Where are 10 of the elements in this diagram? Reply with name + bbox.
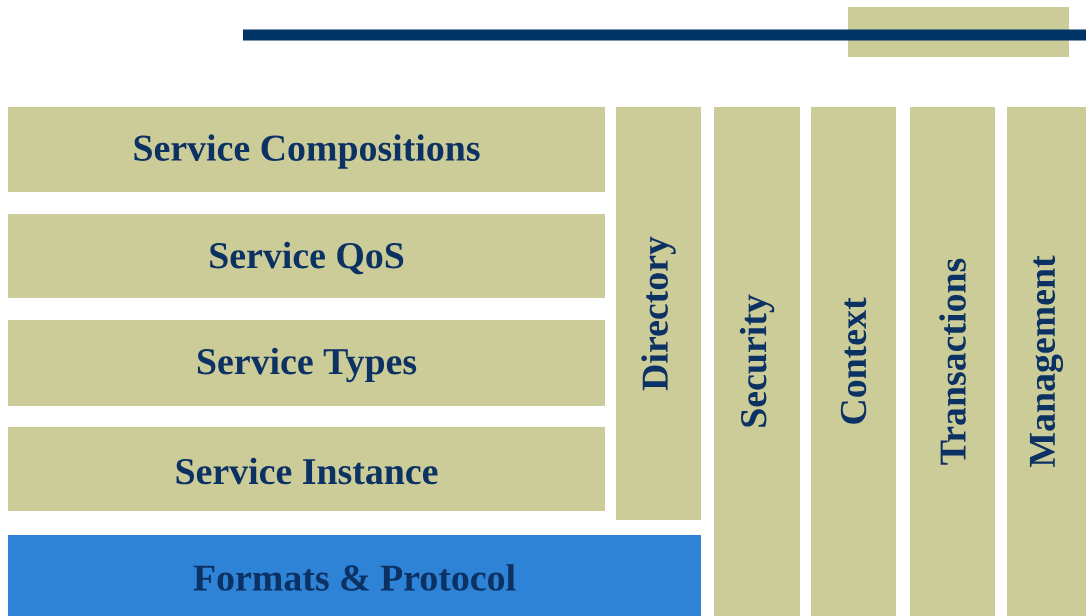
vertical-layer-box: Transactions: [910, 107, 995, 616]
layer-box: Formats & Protocol: [8, 535, 701, 616]
vertical-layer-box: Security: [714, 107, 800, 616]
vertical-layer-box: Context: [811, 107, 896, 616]
layer-box: Service Types: [8, 320, 605, 406]
layer-box: Service QoS: [8, 214, 605, 298]
vertical-layer-box: Directory: [616, 107, 701, 520]
layer-box: Service Instance: [8, 427, 605, 511]
vertical-layer-box: Management: [1007, 107, 1086, 616]
layer-box: Service Compositions: [8, 107, 605, 192]
